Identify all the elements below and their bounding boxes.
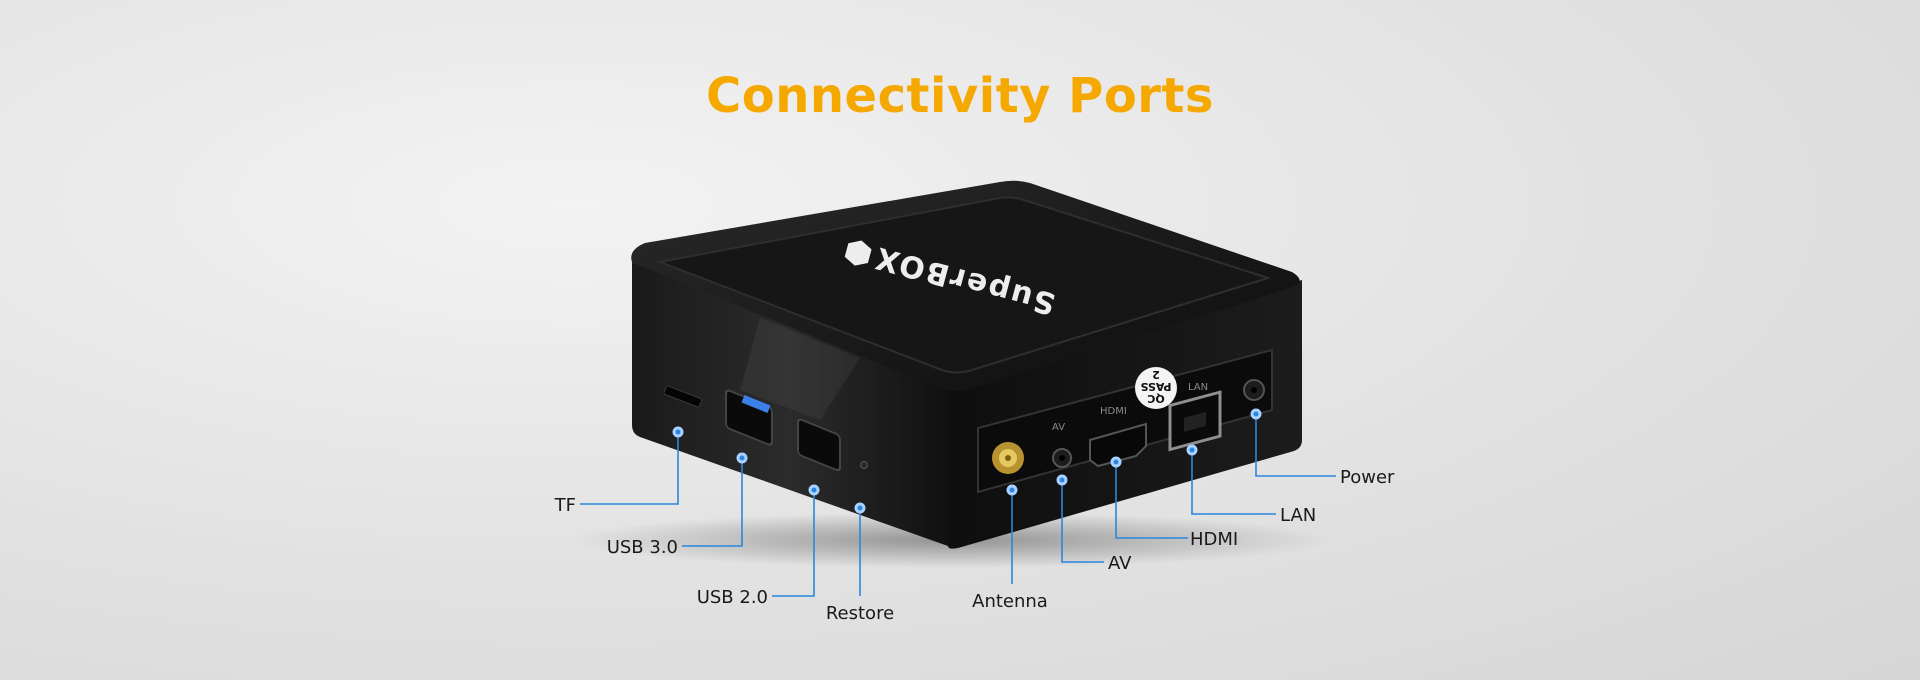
callout-label-lan: LAN <box>1280 505 1316 526</box>
callout-label-usb2: USB 2.0 <box>697 587 768 608</box>
svg-text:2: 2 <box>1152 368 1160 381</box>
callout-dot-lan <box>1186 444 1198 456</box>
hdmi-port <box>1089 422 1147 468</box>
callout-label-antenna: Antenna <box>972 591 1048 612</box>
callout-line-usb3 <box>682 458 743 547</box>
lan-port-mark: LAN <box>1188 382 1208 393</box>
callout-line-tf <box>580 432 679 505</box>
restore-pinhole <box>860 461 868 469</box>
callout-dot-power <box>1250 408 1262 420</box>
callout-line-lan <box>1191 450 1276 515</box>
brand-hex-icon <box>844 240 872 266</box>
svg-text:QC: QC <box>1147 392 1164 405</box>
callout-line-power <box>1255 414 1336 477</box>
av-jack <box>1052 448 1072 468</box>
callout-dot-antenna <box>1006 484 1018 496</box>
tf-card-slot <box>663 385 703 408</box>
av-port-mark: AV <box>1052 422 1065 433</box>
callout-label-av: AV <box>1108 553 1132 574</box>
callout-dot-usb2 <box>808 484 820 496</box>
callout-lines <box>580 408 1336 597</box>
tv-box: SuperBOX AV HDMI QC <box>631 180 1302 549</box>
rear-port-panel <box>977 348 1273 494</box>
callout-dot-usb3 <box>736 452 748 464</box>
callout-label-power: Power <box>1340 467 1395 488</box>
badge-sticker: QC PASS 2 <box>1135 367 1177 409</box>
callout-dot-tf <box>672 426 684 438</box>
gloss-highlight <box>740 318 860 420</box>
callout-line-av <box>1061 480 1104 563</box>
callout-line-hdmi <box>1115 462 1188 539</box>
callout-label-usb3: USB 3.0 <box>607 537 678 558</box>
callout-label-tf: TF <box>554 495 576 516</box>
callout-dot-hdmi <box>1110 456 1122 468</box>
power-jack <box>1243 379 1265 401</box>
box-left-face <box>632 262 948 546</box>
page-title: Connectivity Ports <box>706 68 1214 124</box>
box-top-panel <box>656 196 1272 374</box>
callout-label-hdmi: HDMI <box>1190 529 1238 550</box>
usb2-port <box>797 418 841 472</box>
usb3-port <box>725 389 773 446</box>
callout-line-usb2 <box>772 490 815 597</box>
callout-dot-restore <box>854 502 866 514</box>
svg-text:PASS: PASS <box>1140 380 1171 393</box>
hdmi-port-mark: HDMI <box>1100 406 1127 417</box>
antenna-connector <box>992 442 1024 474</box>
lan-port <box>1168 390 1222 452</box>
callout-dot-av <box>1056 474 1068 486</box>
callout-label-restore: Restore <box>826 603 894 624</box>
